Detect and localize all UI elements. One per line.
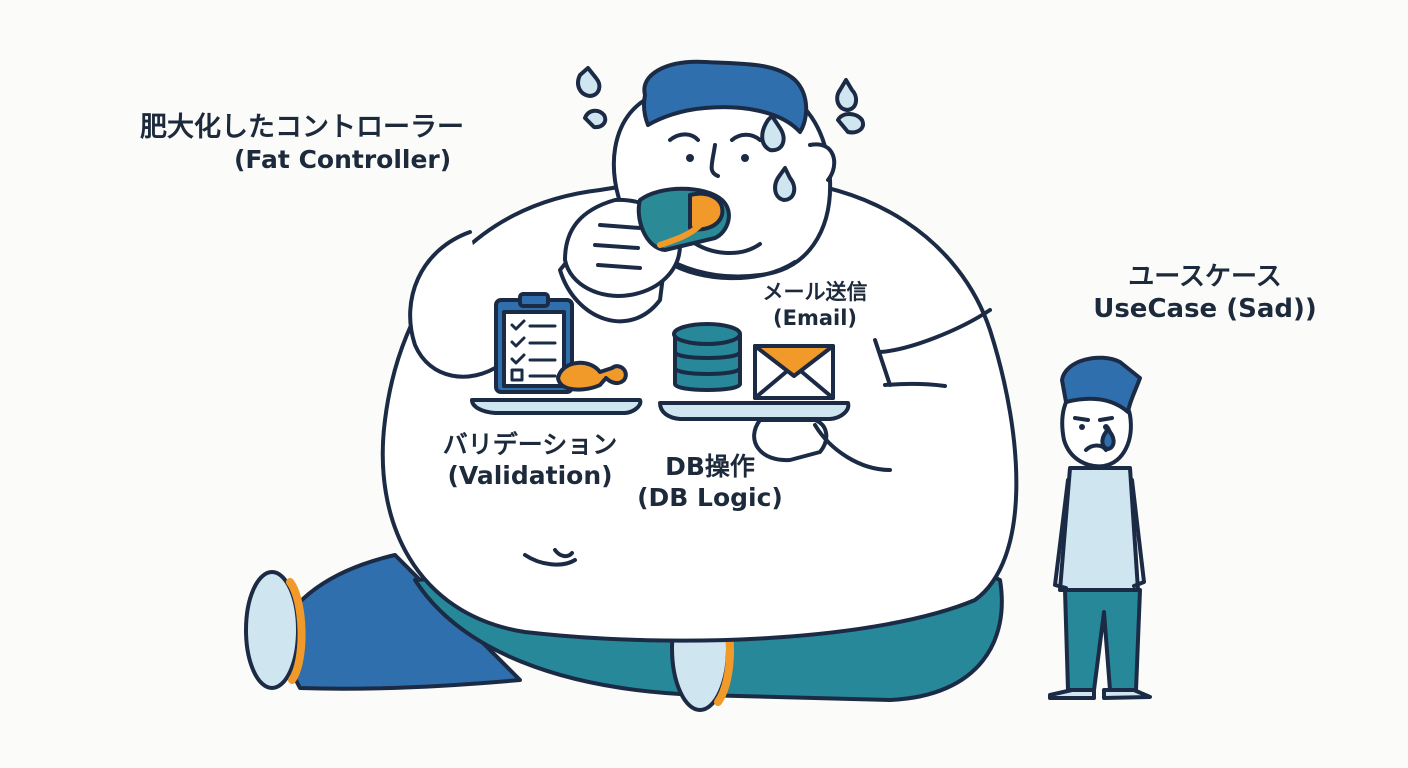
validation-label: バリデーション (Validation) [420, 430, 640, 491]
roast-chicken-icon [556, 361, 628, 392]
db-logic-label: DB操作 (DB Logic) [620, 452, 800, 513]
sweat-drop-icon [576, 66, 865, 202]
db-logic-label-en: (DB Logic) [637, 482, 783, 512]
clipboard-checklist-icon [494, 292, 574, 394]
validation-tray [470, 398, 643, 415]
usecase-label-en: UseCase (Sad)) [1093, 293, 1317, 324]
chicken-leg-icon [636, 186, 731, 252]
tear-icon [1100, 426, 1116, 451]
db-logic-label-jp: DB操作 [665, 452, 755, 481]
tray-hand [752, 418, 892, 472]
envelope-icon [753, 344, 835, 400]
left-arm [408, 230, 502, 379]
left-foot [244, 570, 306, 690]
validation-label-jp: バリデーション [442, 430, 618, 459]
validation-label-en: (Validation) [447, 460, 613, 490]
fat-controller-label-en: (Fat Controller) [234, 144, 452, 174]
db-email-tray [658, 401, 851, 421]
database-icon [672, 322, 742, 392]
email-label-jp: メール送信 [762, 280, 868, 304]
usecase-label: ユースケース UseCase (Sad)) [1075, 262, 1335, 325]
left-leg [273, 553, 522, 691]
fat-controller-label: 肥大化したコントローラー (Fat Controller) [140, 112, 560, 175]
email-label: メール送信 (Email) [740, 280, 890, 331]
usecase-person [1048, 355, 1152, 700]
email-label-en: (Email) [773, 305, 857, 330]
usecase-label-jp: ユースケース [1128, 262, 1282, 292]
fat-controller-label-jp: 肥大化したコントローラー [140, 112, 464, 143]
